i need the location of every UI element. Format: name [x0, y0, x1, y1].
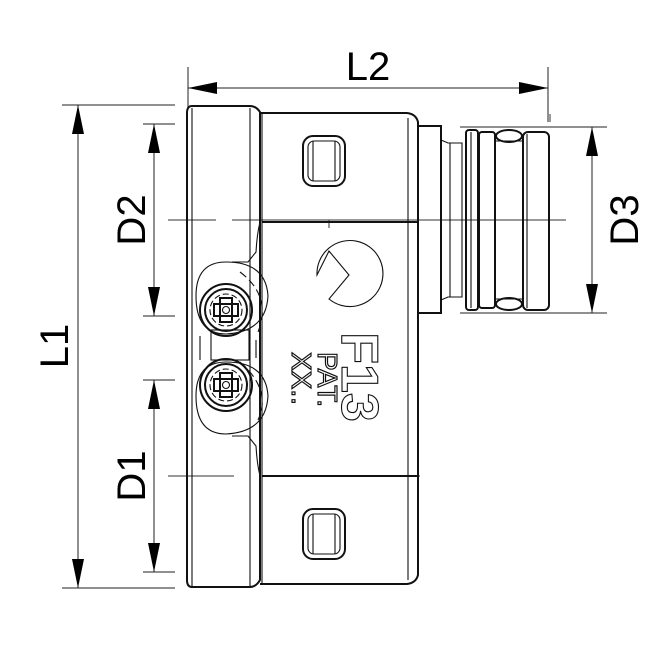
code-text: XX.. [286, 352, 317, 405]
screw-top [199, 283, 253, 337]
o-ring-bottom [495, 297, 523, 311]
patent-text: PAT. [312, 352, 343, 407]
brand-mark: F13 [330, 332, 388, 422]
dimension-d3: D3 [460, 126, 647, 314]
arrow-up-icon [148, 380, 160, 409]
arrow-up-icon [586, 127, 598, 156]
fitting-body [186, 105, 419, 588]
arrow-right-icon [519, 82, 548, 94]
dimension-d2: D2 [110, 123, 175, 317]
label-d1: D1 [110, 450, 154, 501]
arrow-down-icon [148, 287, 160, 316]
product-markings: F13 [329, 332, 388, 423]
dimension-d1: D1 [110, 379, 175, 573]
arrow-up-icon [72, 105, 84, 134]
arrow-left-icon [188, 82, 217, 94]
arrow-down-icon [148, 543, 160, 572]
arrow-down-icon [586, 284, 598, 313]
patent-marking: PAT. [311, 351, 343, 407]
arrow-down-icon [72, 559, 84, 588]
logo-mark [316, 239, 384, 308]
o-ring-top [495, 129, 523, 143]
code-marking: XX.. [285, 351, 317, 405]
label-d3: D3 [603, 194, 647, 245]
branch-spigot [418, 125, 550, 314]
screw-bottom [199, 358, 253, 412]
dimension-l1: L1 [33, 104, 175, 589]
inspection-window-bottom [302, 508, 346, 560]
inspection-window-top [302, 135, 346, 187]
label-l2: L2 [346, 45, 391, 89]
arrow-up-icon [148, 124, 160, 153]
dimension-l2: L2 [187, 45, 549, 122]
label-l1: L1 [33, 324, 77, 369]
press-screws [195, 261, 269, 435]
label-d2: D2 [110, 194, 154, 245]
